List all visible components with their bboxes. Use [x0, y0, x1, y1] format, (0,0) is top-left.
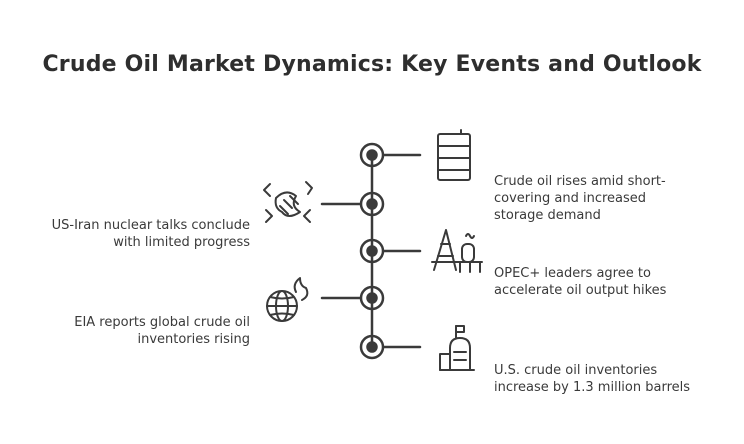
timeline-node [320, 191, 385, 217]
globe-fire-icon [266, 277, 309, 322]
event-label-opec-hikes: OPEC+ leaders agree to accelerate oil ou… [494, 266, 667, 298]
event-label-crude-rises: Crude oil rises amid short- covering and… [494, 174, 666, 223]
timeline-node [320, 285, 385, 311]
timeline-node [359, 142, 422, 168]
oil-rig-icon [431, 229, 483, 273]
handshake-icon [263, 181, 313, 223]
oil-barrel-icon [437, 129, 471, 181]
diagram-title: Crude Oil Market Dynamics: Key Events an… [42, 52, 702, 77]
event-label-eia-report: EIA reports global crude oil inventories… [74, 315, 250, 347]
storage-tanks-icon [439, 325, 475, 371]
timeline-node [359, 334, 422, 360]
timeline-node [359, 238, 422, 264]
event-label-us-inventories: U.S. crude oil inventories increase by 1… [494, 363, 691, 395]
event-label-us-iran-talks: US-Iran nuclear talks conclude with limi… [51, 218, 250, 250]
